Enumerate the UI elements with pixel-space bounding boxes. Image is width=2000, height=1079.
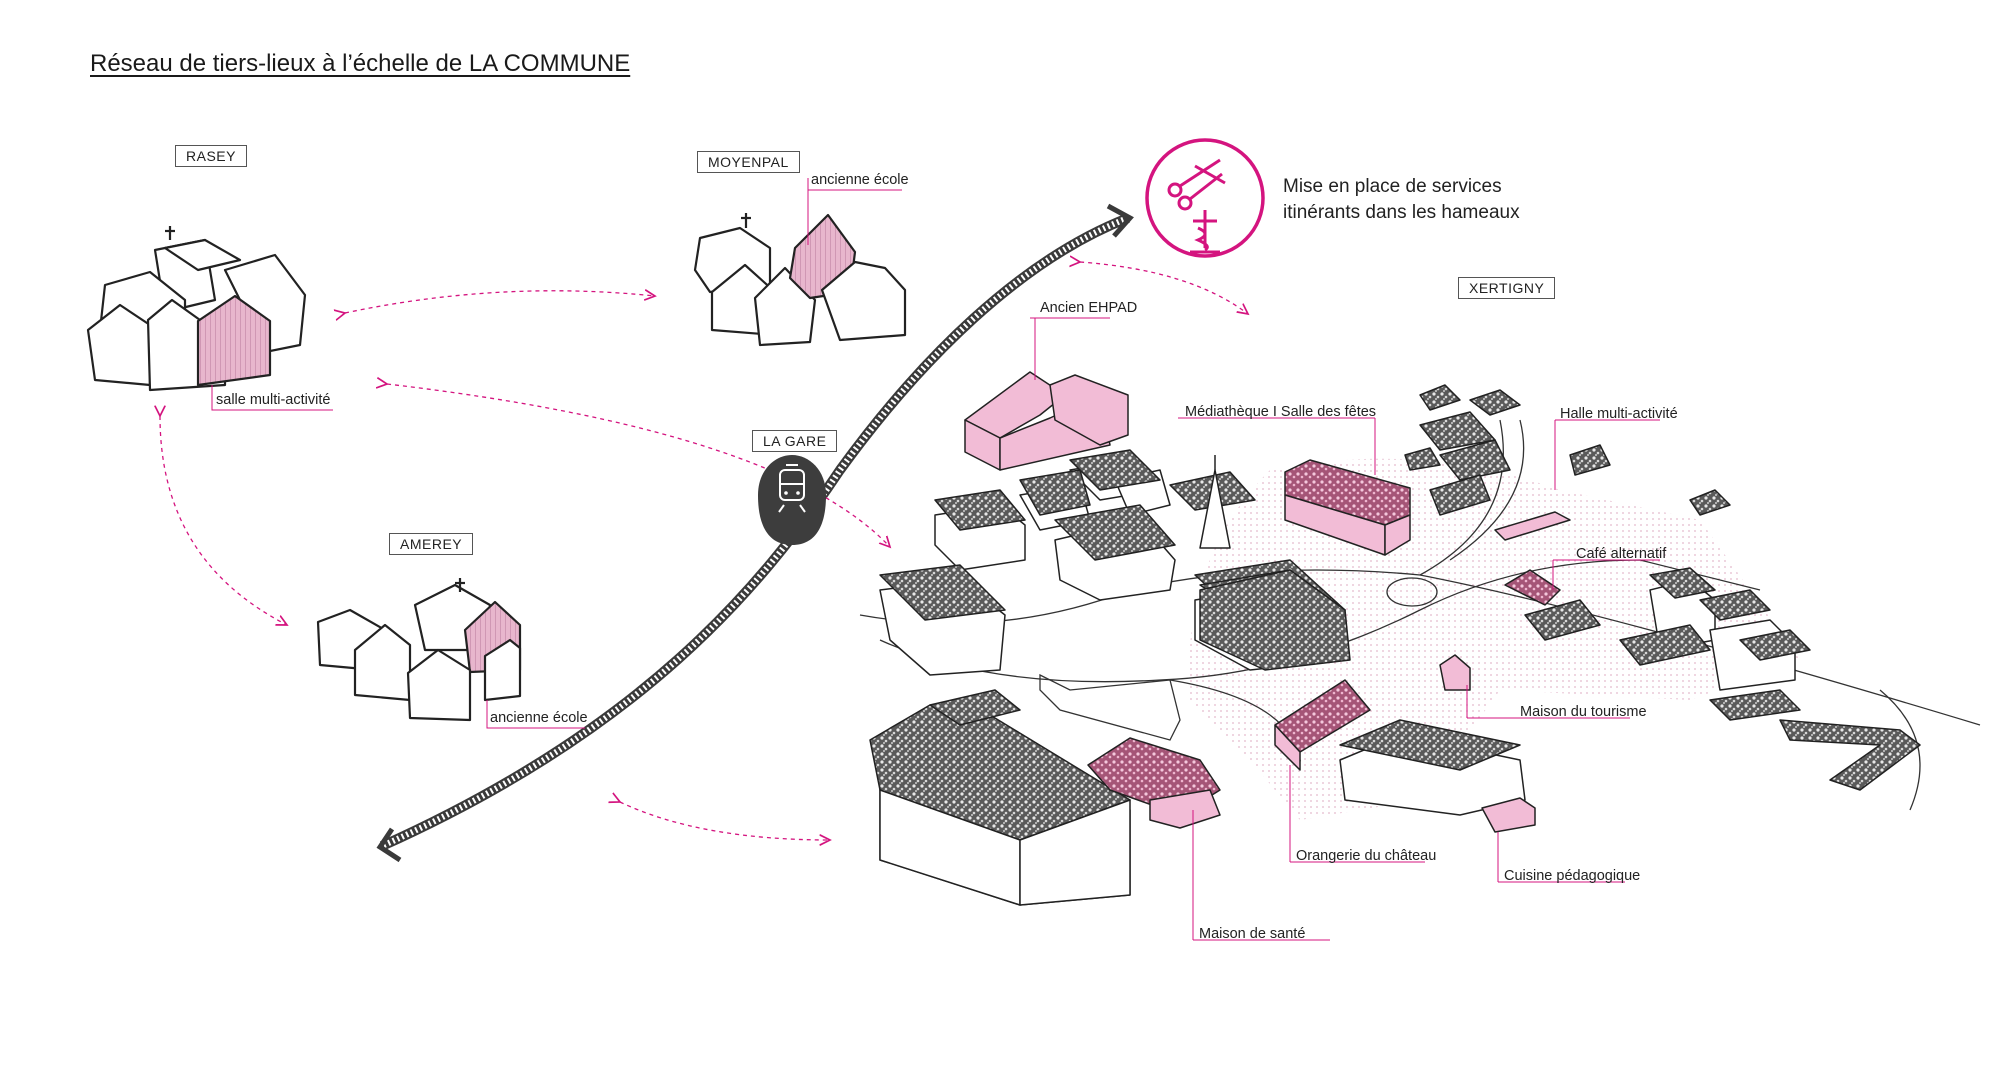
label-maison-sante: Maison de santé — [1199, 926, 1306, 942]
label-amerey-site: ancienne école — [490, 710, 588, 726]
service-caption: Mise en place de services itinérants dan… — [1283, 174, 1520, 226]
label-cuisine: Cuisine pédagogique — [1504, 868, 1641, 884]
train-station-pin-icon — [758, 455, 826, 545]
moyenpal-buildings — [693, 213, 907, 347]
place-xertigny: XERTIGNY — [1458, 277, 1556, 299]
amerey-buildings — [316, 578, 522, 722]
label-moyenpal-site: ancienne école — [811, 172, 909, 188]
label-rasey-site: salle multi-activité — [216, 392, 331, 408]
place-amerey: AMEREY — [389, 533, 474, 555]
rasey-buildings — [86, 226, 307, 392]
service-line-1: Mise en place de services — [1283, 176, 1502, 197]
page-title: Réseau de tiers-lieux à l’échelle de LA … — [90, 50, 631, 77]
label-orangerie: Orangerie du château — [1296, 848, 1437, 864]
xertigny-town — [211, 178, 1981, 941]
service-line-2: itinérants dans les hameaux — [1283, 202, 1520, 223]
label-ancien-ehpad: Ancien EHPAD — [1040, 300, 1138, 316]
label-maison-tourisme: Maison du tourisme — [1520, 704, 1647, 720]
link-arrows — [160, 262, 1248, 840]
label-cafe: Café alternatif — [1576, 546, 1667, 562]
place-la-gare: LA GARE — [752, 430, 838, 452]
place-rasey: RASEY — [175, 145, 247, 167]
place-moyenpal: MOYENPAL — [697, 151, 800, 173]
label-halle: Halle multi-activité — [1560, 406, 1678, 422]
mobile-services-icon — [1145, 138, 1265, 258]
label-mediatheque: Médiathèque I Salle des fêtes — [1185, 404, 1377, 420]
plaza-area — [1189, 458, 1800, 820]
